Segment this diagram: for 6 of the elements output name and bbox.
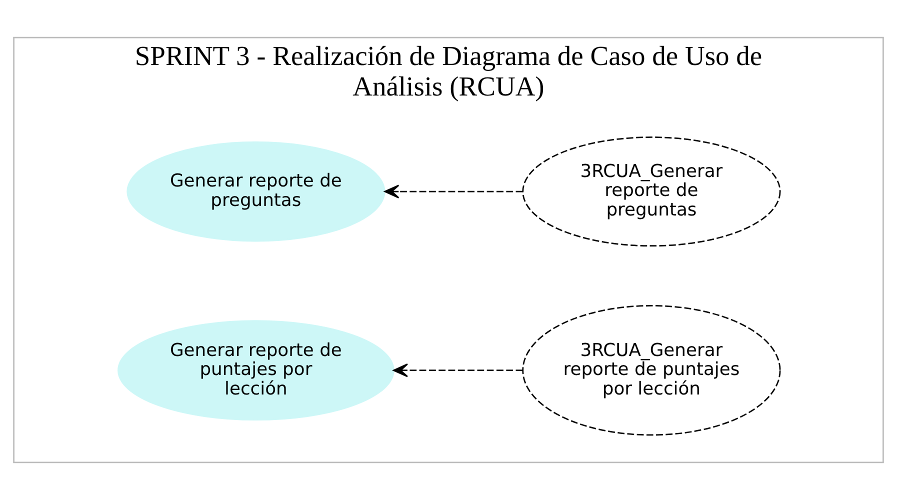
arrow xyxy=(384,184,523,198)
node-ellipse: 3RCUA_Generar reporte de preguntas xyxy=(522,136,781,246)
arrow xyxy=(392,362,523,377)
node-ellipse: Generar reporte de preguntas xyxy=(126,140,386,242)
node-ellipse: 3RCUA_Generar reporte de puntajes por lección xyxy=(522,304,781,436)
node-ellipse: Generar reporte de puntajes por lección xyxy=(118,320,394,420)
